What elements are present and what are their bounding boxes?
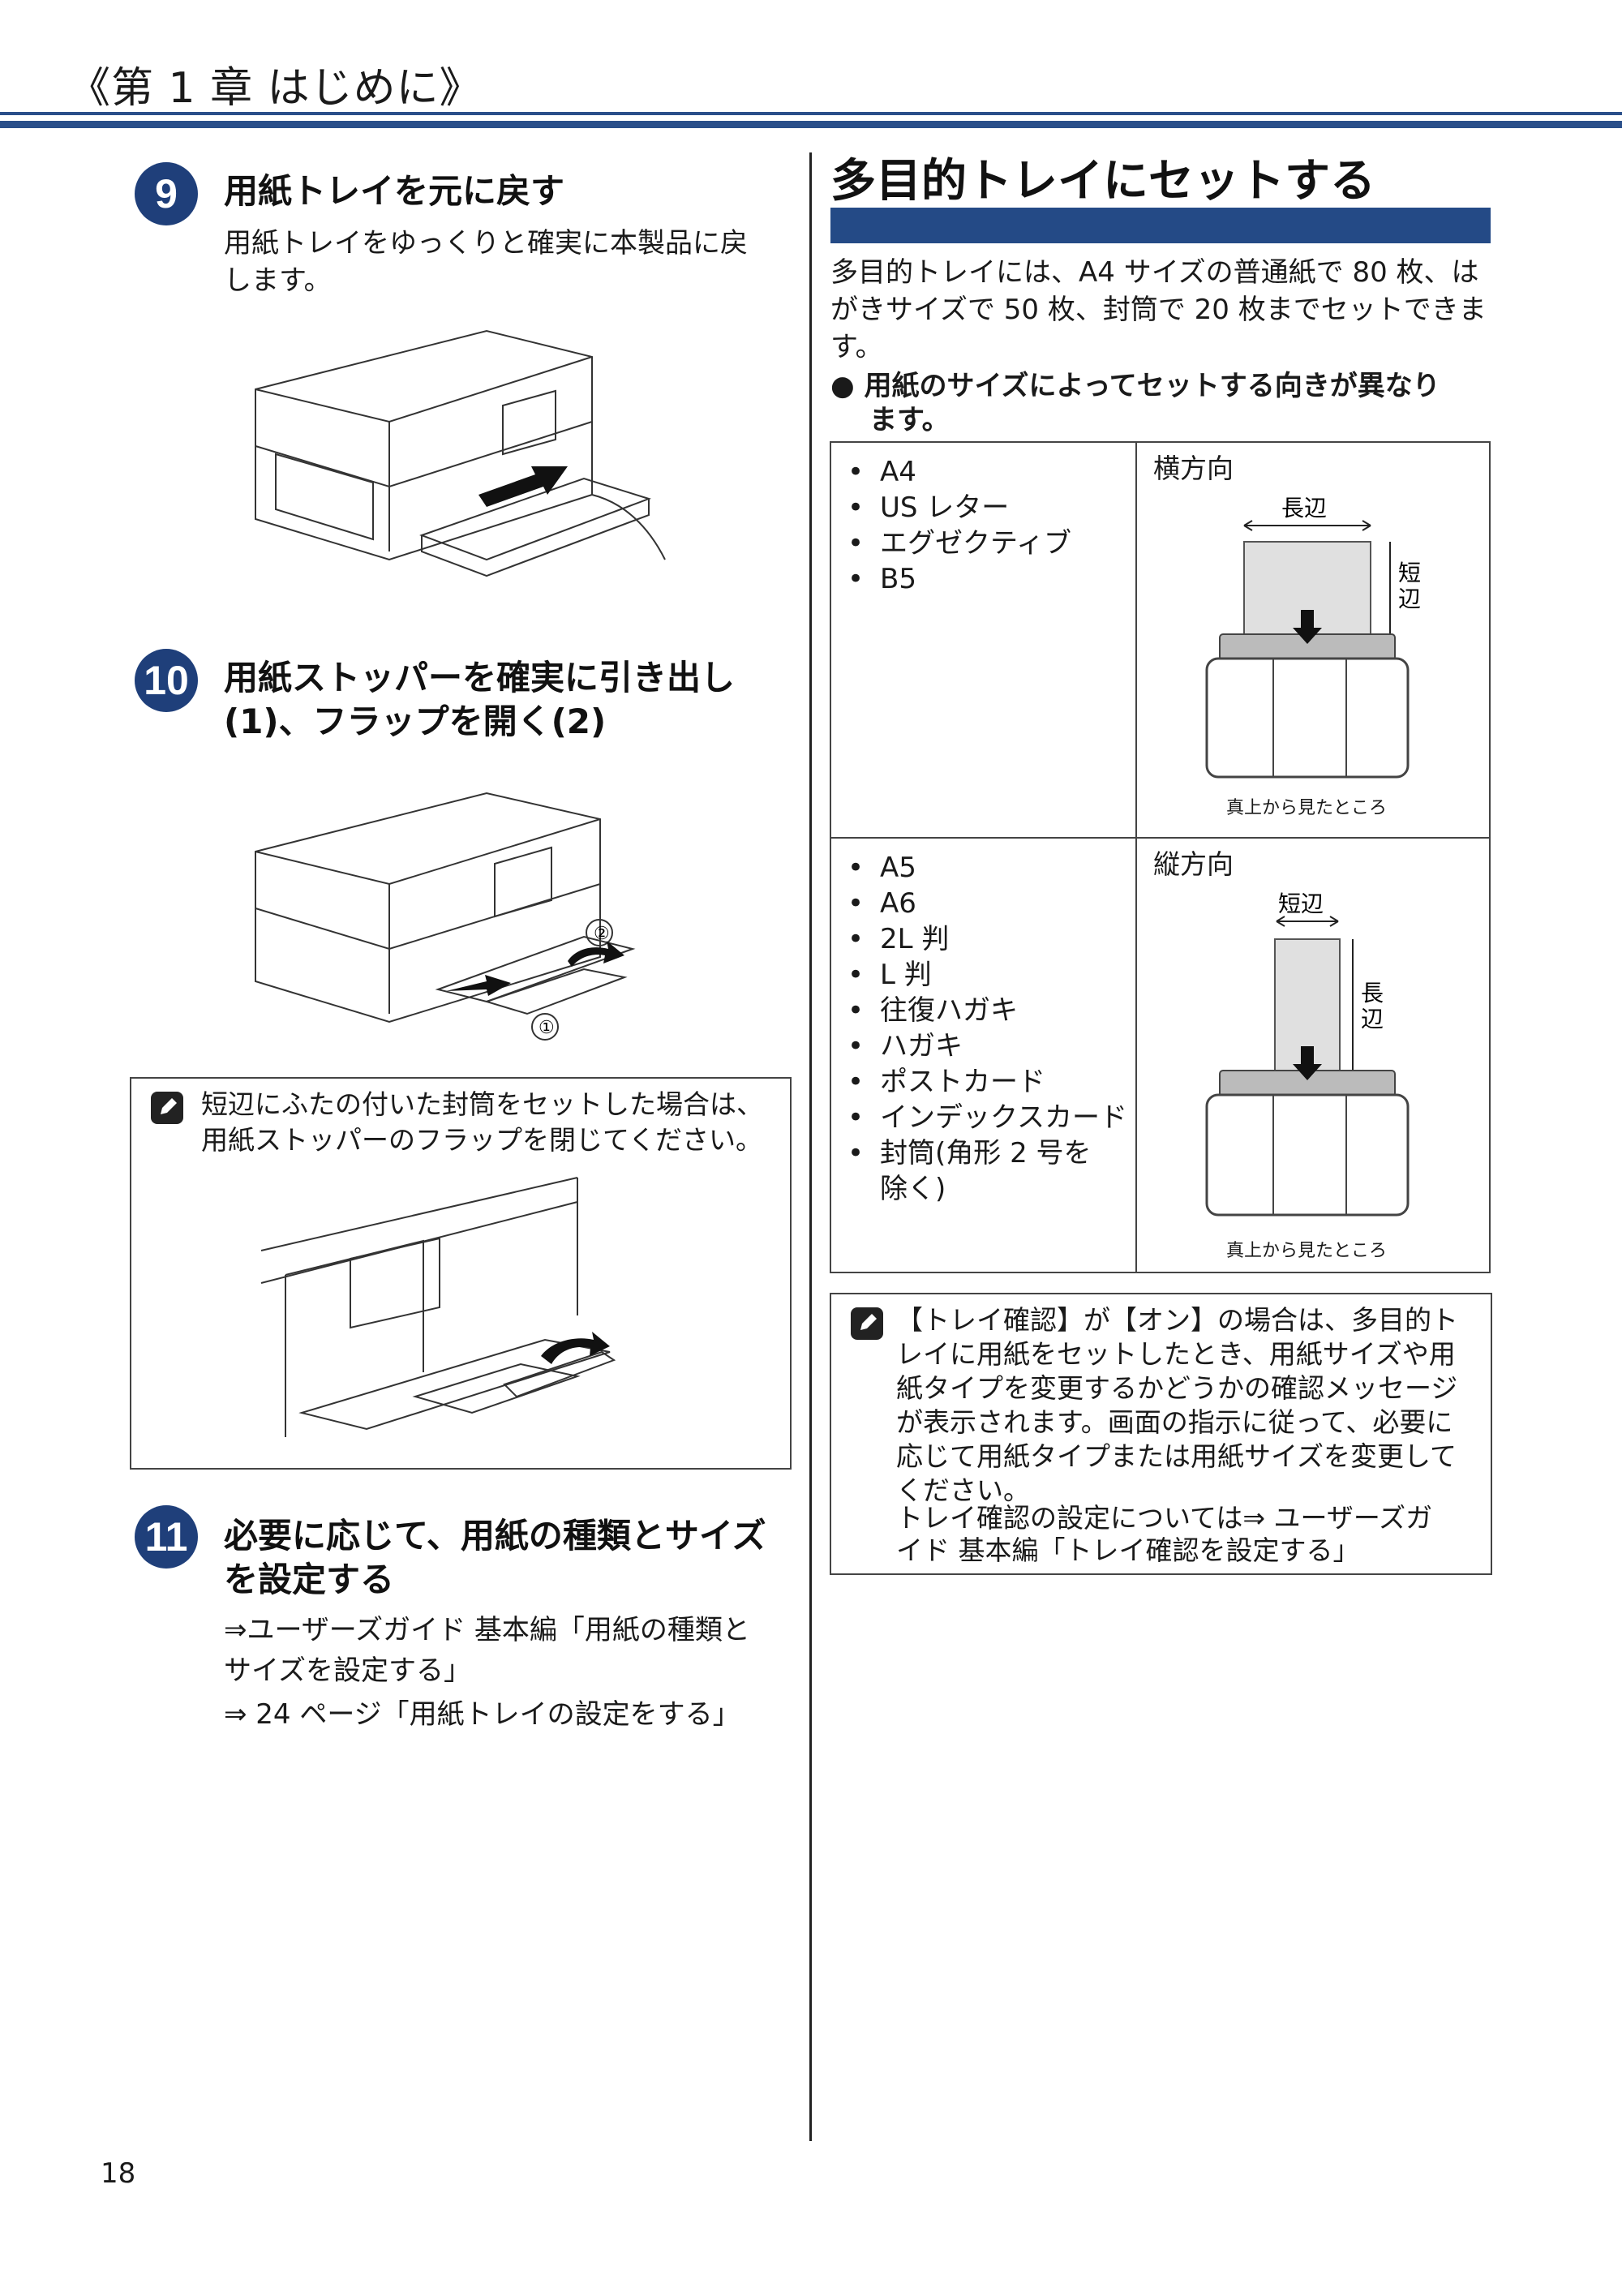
sizes-list-landscape: A4 US レター エグゼクティブ B5 <box>831 443 1135 597</box>
intro-line-1: 多目的トレイには、A4 サイズの普通紙で 80 枚、は <box>830 256 1479 289</box>
short-edge-label: 短辺 <box>1278 891 1324 917</box>
right-note-ref-2: イド 基本編「トレイ確認を設定する」 <box>896 1534 1360 1566</box>
step-9-heading: 用紙トレイを元に戻す <box>224 171 565 211</box>
list-item: US レター <box>843 490 1135 526</box>
sizes-cell-portrait: A5 A6 2L 判 L 判 往復ハガキ ハガキ ポストカード インデックスカー… <box>830 837 1137 1273</box>
list-item: 封筒(角形 2 号を <box>843 1135 1135 1171</box>
page-header: 《第 1 章 はじめに》 <box>0 0 1622 138</box>
list-item: B5 <box>843 561 1135 597</box>
flap-closed-illustration <box>260 1177 616 1437</box>
step-11-ref-2: ⇒ 24 ページ「用紙トレイの設定をする」 <box>224 1698 740 1731</box>
landscape-tray-diagram: 長辺 短 辺 <box>1205 495 1421 779</box>
left-note-box: 短辺にふたの付いた封筒をセットした場合は、 用紙ストッパーのフラップを閉じてくだ… <box>130 1077 792 1470</box>
right-note-line-3: 紙タイプを変更するかどうかの確認メッセージ <box>896 1372 1458 1404</box>
step-10-heading-2: (1)、フラップを開く(2) <box>224 702 607 741</box>
pencil-note-icon <box>151 1092 183 1124</box>
section-title: 多目的トレイにセットする <box>830 155 1375 208</box>
right-note-line-6: ください。 <box>896 1474 1030 1506</box>
list-item: ポストカード <box>843 1064 1135 1100</box>
table-row-portrait: A5 A6 2L 判 L 判 往復ハガキ ハガキ ポストカード インデックスカー… <box>830 837 1491 1273</box>
list-item: 2L 判 <box>843 921 1135 957</box>
section-title-bar <box>830 208 1491 243</box>
step-9-body-2: します。 <box>224 264 332 297</box>
pencil-note-icon <box>851 1307 883 1340</box>
right-note-box: 【トレイ確認】が【オン】の場合は、多目的ト レイに用紙をセットしたとき、用紙サイ… <box>830 1293 1492 1575</box>
list-item: 往復ハガキ <box>843 993 1135 1028</box>
short-edge-label-2: 辺 <box>1398 586 1421 612</box>
caption-landscape: 真上から見たところ <box>1226 798 1388 818</box>
paper-orientation-table: A4 US レター エグゼクティブ B5 横方向 長辺 短 辺 <box>830 441 1491 1273</box>
header-rule-thick <box>0 121 1622 128</box>
intro-line-3: す。 <box>830 331 883 363</box>
step-10-badge: 10 <box>135 649 198 712</box>
right-note-line-1: 【トレイ確認】が【オン】の場合は、多目的ト <box>896 1304 1458 1336</box>
step-11-heading-2: を設定する <box>224 1560 395 1599</box>
list-item: ハガキ <box>843 1028 1135 1064</box>
caption-portrait: 真上から見たところ <box>1226 1241 1388 1261</box>
long-edge-label-1: 長 <box>1361 980 1384 1006</box>
orientation-cell-portrait: 縦方向 短辺 長 辺 真上から見たところ <box>1135 837 1491 1273</box>
step-10-heading-1: 用紙ストッパーを確実に引き出し <box>224 658 736 697</box>
list-item: エグゼクティブ <box>843 526 1135 561</box>
left-note-line-2: 用紙ストッパーのフラップを閉じてください。 <box>201 1124 763 1156</box>
short-edge-label-1: 短 <box>1398 560 1421 586</box>
right-note-ref-1: トレイ確認の設定については⇒ ユーザーズガ <box>896 1502 1433 1534</box>
step-11-ref-1b: サイズを設定する」 <box>224 1654 471 1687</box>
right-note-line-5: 応じて用紙タイプまたは用紙サイズを変更して <box>896 1440 1457 1472</box>
long-edge-label-2: 辺 <box>1361 1006 1384 1032</box>
step-9-body-1: 用紙トレイをゆっくりと確実に本製品に戻 <box>224 227 748 260</box>
list-item: インデックスカード <box>843 1100 1135 1135</box>
step-11-heading-1: 必要に応じて、用紙の種類とサイズ <box>224 1516 766 1556</box>
step-11-badge: 11 <box>135 1505 198 1569</box>
orientation-cell-landscape: 横方向 長辺 短 辺 真上から見たところ <box>1135 441 1491 839</box>
list-item: A6 <box>843 886 1135 921</box>
portrait-tray-diagram: 短辺 長 辺 <box>1205 891 1410 1217</box>
bullet-line-2: ます。 <box>869 404 950 436</box>
list-item: A5 <box>843 850 1135 886</box>
list-item: L 判 <box>843 957 1135 993</box>
paper-stopper-flap-illustration: ② ① <box>255 792 636 1041</box>
chapter-title: 《第 1 章 はじめに》 <box>68 64 483 113</box>
callout-1: ① <box>539 1017 555 1037</box>
callout-2: ② <box>594 923 610 943</box>
intro-line-2: がきサイズで 50 枚、封筒で 20 枚までセットできま <box>830 294 1487 326</box>
column-divider <box>809 152 812 2141</box>
printer-tray-insert-illustration <box>255 329 666 577</box>
bullet-line-1: ● 用紙のサイズによってセットする向きが異なり <box>830 370 1440 402</box>
list-item-continued: 除く) <box>880 1173 946 1205</box>
long-edge-label: 長辺 <box>1281 495 1327 521</box>
step-9-badge: 9 <box>135 162 198 225</box>
header-rule-thin <box>0 112 1622 115</box>
list-item: A4 <box>843 454 1135 490</box>
right-note-line-4: が表示されます。画面の指示に従って、必要に <box>896 1406 1453 1438</box>
page-number: 18 <box>101 2157 136 2190</box>
orientation-landscape-label: 横方向 <box>1153 453 1234 484</box>
right-note-line-2: レイに用紙をセットしたとき、用紙サイズや用 <box>896 1338 1456 1370</box>
sizes-list-portrait: A5 A6 2L 判 L 判 往復ハガキ ハガキ ポストカード インデックスカー… <box>831 839 1135 1171</box>
step-11-ref-1a: ⇒ユーザーズガイド 基本編「用紙の種類と <box>224 1614 750 1646</box>
orientation-portrait-label: 縦方向 <box>1153 848 1234 880</box>
table-row-landscape: A4 US レター エグゼクティブ B5 横方向 長辺 短 辺 <box>830 441 1491 839</box>
sizes-cell-landscape: A4 US レター エグゼクティブ B5 <box>830 441 1137 839</box>
left-note-line-1: 短辺にふたの付いた封筒をセットした場合は、 <box>201 1088 763 1120</box>
